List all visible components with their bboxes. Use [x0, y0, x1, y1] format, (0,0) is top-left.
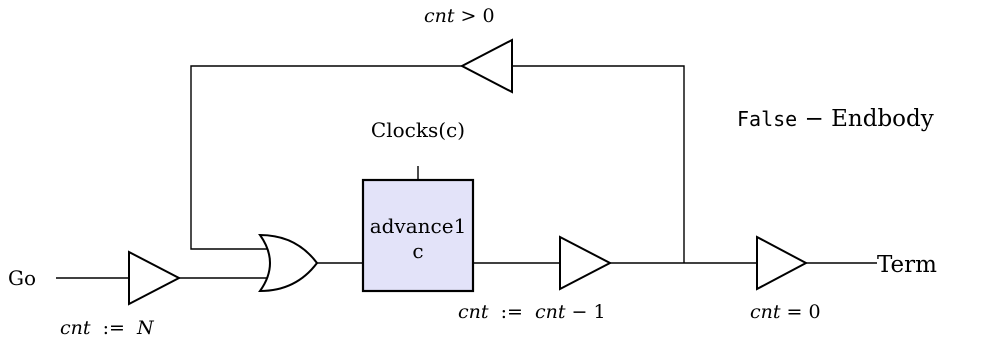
or-gate [258, 233, 319, 293]
clocks-label: Clocks(c) [371, 118, 465, 142]
term-condition-label: cnt = 0 [750, 301, 821, 323]
decrement-condition-label: cnt := cnt − 1 [458, 301, 606, 323]
loop-condition-label: cnt > 0 [424, 5, 495, 27]
decrement-buffer-gate [559, 235, 613, 291]
box-label-line1: advance1 [370, 214, 467, 238]
go-label: Go [8, 266, 36, 290]
init-buffer-gate [128, 250, 182, 306]
advance-box [361, 178, 475, 293]
term-label: Term [877, 252, 937, 278]
feedback-buffer-gate [459, 38, 513, 94]
init-condition-label: cnt := N [60, 317, 155, 339]
false-endbody-label: False − Endbody [737, 106, 934, 132]
feedback-wire-left [190, 65, 462, 250]
term-buffer-gate [756, 235, 809, 291]
feedback-wire-right [512, 65, 685, 263]
box-label-line2: c [412, 239, 423, 263]
